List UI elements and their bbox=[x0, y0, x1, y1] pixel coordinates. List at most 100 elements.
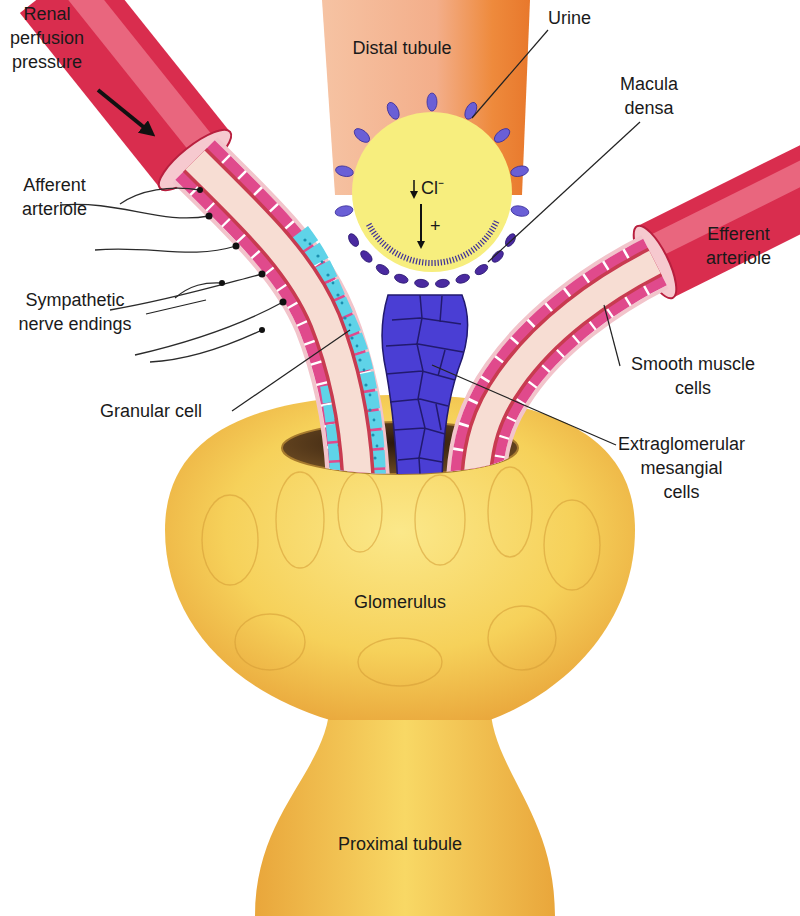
cell-nucleus bbox=[490, 249, 506, 265]
smooth-muscle-layer bbox=[195, 160, 358, 480]
cell-nucleus bbox=[462, 101, 479, 122]
brush-border bbox=[371, 231, 376, 234]
chloride-arrow bbox=[413, 180, 415, 193]
part-name: Proximal tubule bbox=[310, 832, 490, 856]
brush-border bbox=[422, 259, 424, 265]
leader-lines bbox=[146, 30, 640, 445]
cell-nucleus bbox=[346, 232, 360, 248]
brush-border bbox=[491, 226, 496, 229]
brush-border bbox=[444, 259, 445, 265]
cell-nucleus bbox=[385, 101, 402, 122]
vessel-highlight bbox=[67, 0, 207, 151]
brush-border bbox=[373, 233, 378, 237]
cell-nucleus bbox=[435, 279, 450, 289]
brush-border bbox=[476, 244, 480, 249]
capillary-loop bbox=[488, 467, 532, 557]
brush-border bbox=[392, 249, 395, 254]
cell-nucleus bbox=[375, 262, 391, 276]
brush-border bbox=[455, 256, 457, 262]
brush-border bbox=[471, 248, 474, 253]
capillary-loop bbox=[276, 472, 324, 568]
brush-border bbox=[466, 251, 469, 256]
cell-nucleus bbox=[510, 204, 530, 218]
lumen bbox=[195, 160, 358, 480]
brush-border bbox=[382, 242, 386, 246]
capillary-loop bbox=[358, 638, 442, 686]
brush-border bbox=[437, 260, 439, 266]
tubule-segment: Proximal tubule bbox=[240, 690, 570, 916]
brush-border bbox=[473, 246, 477, 251]
nerve-terminals bbox=[197, 187, 287, 333]
brush-border bbox=[447, 258, 448, 264]
brush-border bbox=[377, 238, 381, 242]
brush-border bbox=[370, 229, 375, 232]
part-name: Macula densa bbox=[620, 72, 678, 120]
endothelium bbox=[195, 160, 358, 480]
brush-border bbox=[398, 252, 401, 257]
cell-nucleus bbox=[455, 273, 471, 285]
brush-border bbox=[469, 249, 472, 254]
cell-nucleus bbox=[427, 93, 437, 111]
brush-border bbox=[401, 254, 404, 259]
brush-border bbox=[434, 260, 435, 266]
brush-border bbox=[486, 233, 491, 237]
capillary-loop bbox=[338, 472, 382, 552]
brush-border bbox=[492, 223, 497, 226]
brush-border bbox=[450, 258, 452, 264]
brush-border bbox=[384, 244, 388, 249]
brush-border bbox=[410, 257, 412, 263]
brush-border bbox=[387, 246, 391, 251]
brush-border bbox=[419, 259, 420, 265]
cell-nucleus bbox=[414, 279, 429, 289]
afferent-arteriole bbox=[195, 160, 378, 480]
part-name: Glomerulus bbox=[330, 590, 470, 614]
cell-nucleus bbox=[473, 262, 489, 276]
part-name: Granular cell bbox=[100, 399, 202, 423]
adventitia bbox=[195, 160, 358, 480]
part-name: Extraglomerular mesangial cells bbox=[618, 432, 745, 504]
brush-border bbox=[463, 252, 466, 257]
brush-border bbox=[480, 240, 484, 244]
cell-nucleus bbox=[393, 273, 409, 285]
part-name: Urine bbox=[548, 6, 591, 30]
ion-symbol: Cl⁻ bbox=[421, 176, 444, 200]
part-name: Renal perfusion pressure bbox=[10, 2, 84, 74]
sign-symbol: + bbox=[430, 214, 441, 238]
part-name: Afferent arteriole bbox=[22, 173, 87, 221]
nerve-endings bbox=[60, 188, 283, 362]
capillary-loop bbox=[235, 614, 305, 670]
pressure-arrow bbox=[98, 90, 146, 129]
vessel-wall bbox=[55, 0, 195, 160]
signal-arrow bbox=[420, 204, 422, 243]
brush-border bbox=[478, 242, 482, 246]
brush-border bbox=[416, 258, 417, 264]
cell-nucleus bbox=[510, 164, 530, 178]
brush-border bbox=[431, 260, 432, 266]
part-name: Smooth muscle cells bbox=[618, 352, 768, 400]
tubule-lumen bbox=[352, 112, 512, 272]
brush-border bbox=[413, 258, 415, 264]
brush-border bbox=[368, 226, 373, 229]
brush-border bbox=[380, 240, 384, 244]
brush-border bbox=[404, 255, 406, 261]
brush-border bbox=[428, 260, 429, 266]
brush-border bbox=[494, 221, 499, 224]
cell-nucleus bbox=[335, 164, 355, 178]
node-shape bbox=[255, 700, 555, 916]
brush-border bbox=[482, 238, 486, 242]
brush-border bbox=[484, 236, 489, 240]
brush-border bbox=[452, 257, 454, 263]
brush-border bbox=[390, 248, 393, 253]
brush-border bbox=[366, 223, 371, 226]
node-outline bbox=[240, 690, 570, 916]
brush-border bbox=[425, 260, 427, 266]
brush-border bbox=[395, 251, 398, 256]
cell-nucleus bbox=[334, 204, 354, 218]
wall-base bbox=[195, 160, 358, 480]
brush-border bbox=[440, 259, 442, 265]
capillary-loop bbox=[544, 500, 600, 590]
brush-border bbox=[407, 256, 409, 262]
brush-border bbox=[488, 231, 493, 234]
